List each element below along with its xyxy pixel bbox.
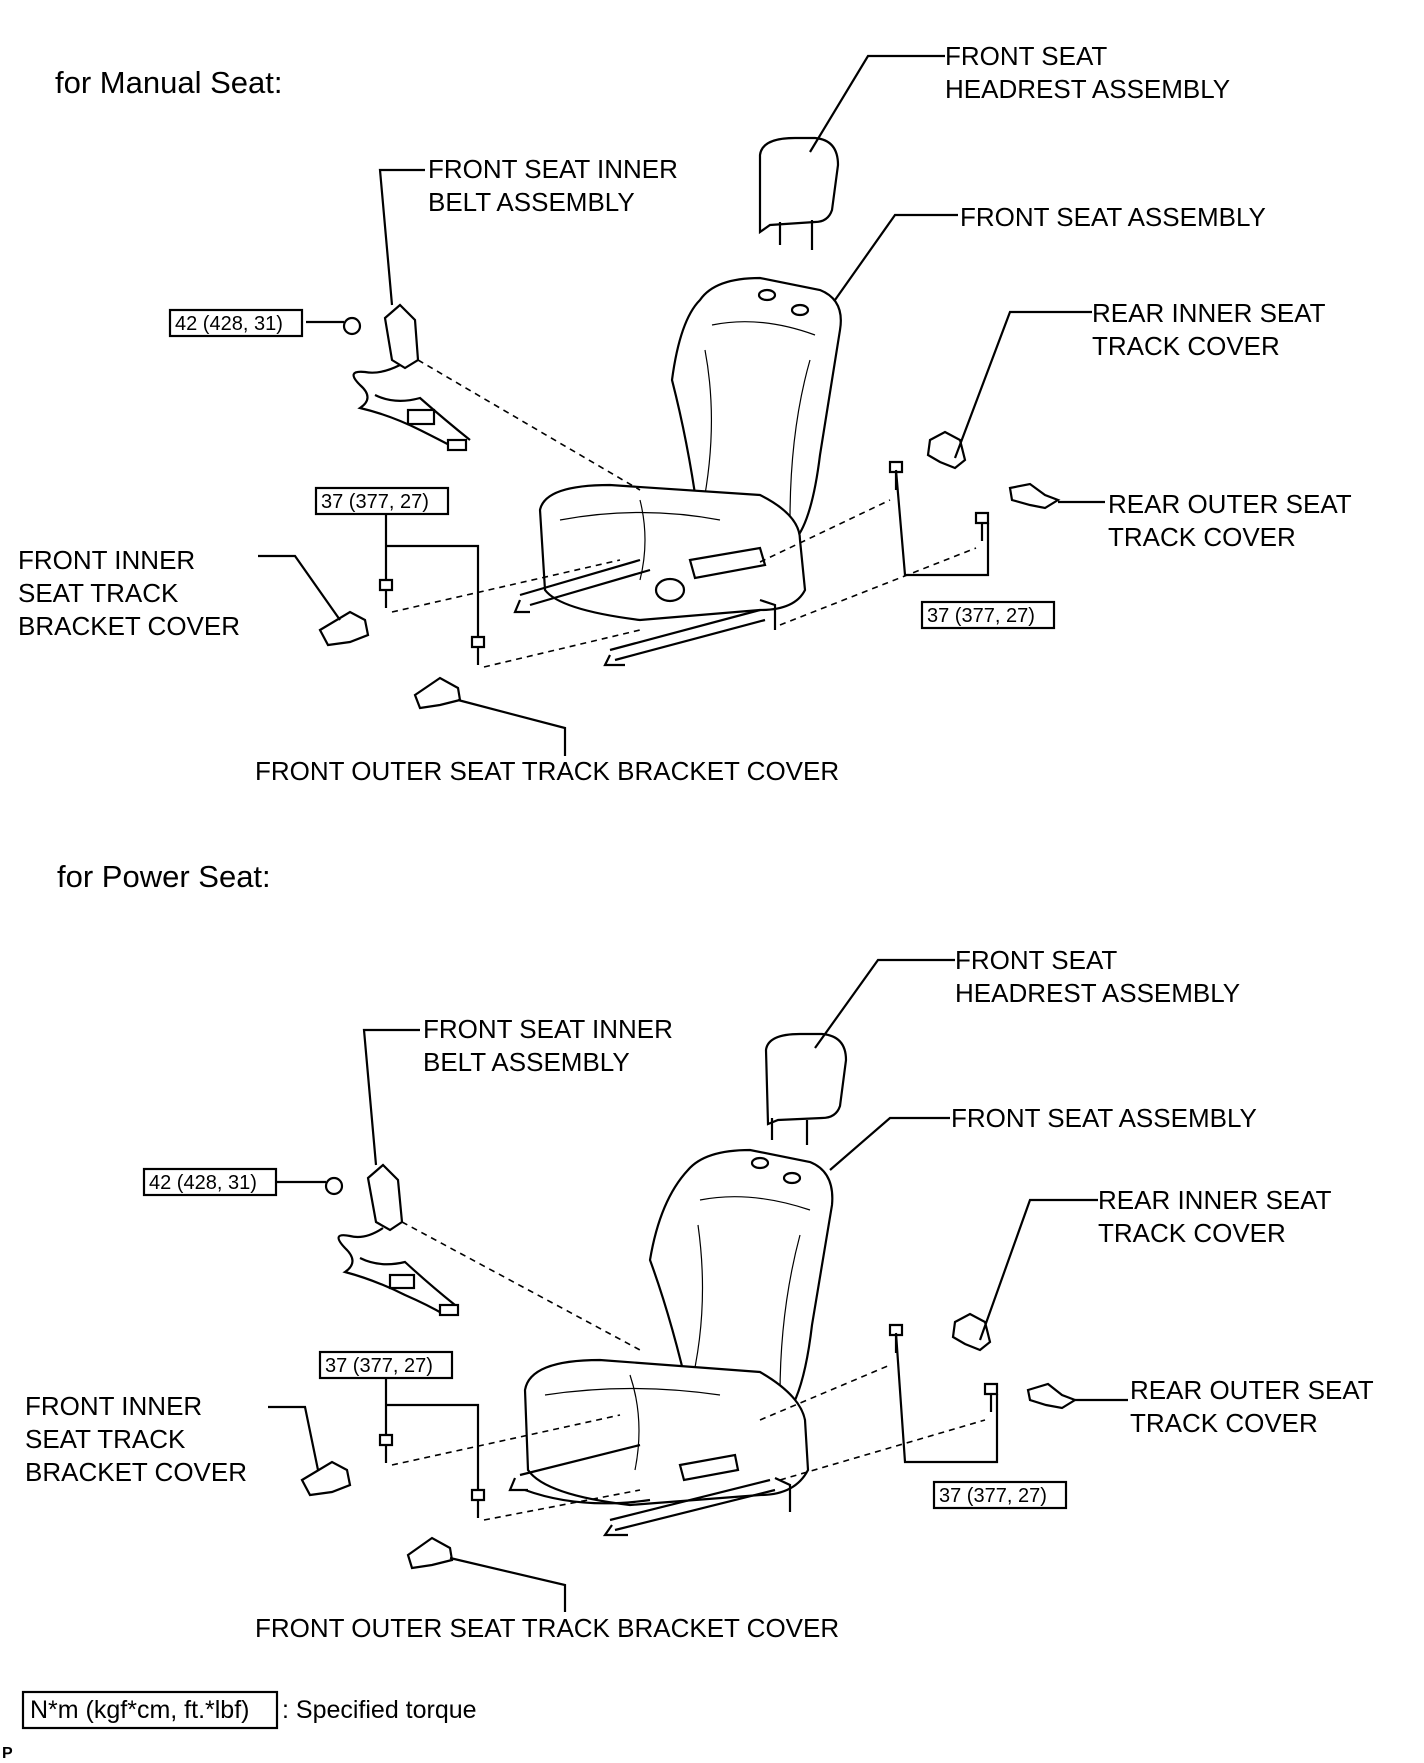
front-inner-leader <box>268 1405 320 1471</box>
belt-label-1: FRONT SEAT INNER <box>428 154 678 184</box>
belt-alignment-line <box>401 1221 641 1351</box>
torque-legend: N*m (kgf*cm, ft.*lbf) : Specified torque <box>21 1690 477 1730</box>
manual-seat-section: for Manual Seat: <box>18 41 1352 786</box>
rear-inner-cover-part <box>951 1312 992 1352</box>
rear-torque-box <box>932 1480 1068 1510</box>
belt-leader <box>362 1028 420 1166</box>
front-inner-bolt-line <box>391 1414 621 1466</box>
rear-inner-leader <box>978 1198 1098 1341</box>
front-outer-leader <box>457 698 567 756</box>
bolts <box>378 1323 999 1518</box>
front-inner-label-1: FRONT INNER <box>25 1391 202 1421</box>
headrest-label-2: HEADREST ASSEMBLY <box>955 978 1240 1008</box>
inner-belt-part <box>342 303 471 452</box>
rear-inner-label-1: REAR INNER SEAT <box>1098 1185 1332 1215</box>
headrest-label-1: FRONT SEAT <box>945 41 1107 71</box>
rear-inner-label-1: REAR INNER SEAT <box>1092 298 1326 328</box>
rear-inner-bolt-line <box>759 499 891 563</box>
belt-label-2: BELT ASSEMBLY <box>428 187 635 217</box>
front-outer-cover-part <box>406 1536 454 1570</box>
rear-inner-cover-part <box>926 430 967 470</box>
belt-torque-value: 42 (428, 31) <box>175 313 283 335</box>
rear-outer-bolt-line <box>779 1419 986 1481</box>
rear-torque-value: 37 (377, 27) <box>927 605 1035 627</box>
front-inner-label-2: SEAT TRACK <box>25 1424 186 1454</box>
belt-label-2: BELT ASSEMBLY <box>423 1047 630 1077</box>
headrest-part <box>764 1032 848 1145</box>
seat-label: FRONT SEAT ASSEMBLY <box>960 202 1266 232</box>
headrest-part <box>758 136 840 250</box>
belt-leader <box>378 168 425 306</box>
rear-inner-leader <box>953 310 1092 459</box>
rear-torque-leader <box>894 1332 999 1464</box>
front-inner-label-3: BRACKET COVER <box>18 611 240 641</box>
seat-label: FRONT SEAT ASSEMBLY <box>951 1103 1257 1133</box>
rear-outer-cover-part <box>1008 482 1061 510</box>
front-inner-label-2: SEAT TRACK <box>18 578 179 608</box>
belt-alignment-line <box>417 359 641 491</box>
rear-torque-leader <box>894 469 990 577</box>
corner-mark: P <box>2 1745 13 1762</box>
rear-outer-label-2: TRACK COVER <box>1130 1408 1318 1438</box>
rear-outer-label-2: TRACK COVER <box>1108 522 1296 552</box>
front-inner-bolt-line <box>391 559 621 613</box>
seat-assembly-part <box>508 1148 834 1537</box>
front-inner-cover-part <box>318 610 370 647</box>
front-outer-cover-part <box>413 676 462 710</box>
headrest-leader <box>814 958 955 1049</box>
manual-seat-title: for Manual Seat: <box>55 65 282 100</box>
rear-torque-box <box>920 600 1056 630</box>
seat-leader <box>834 213 958 301</box>
rear-outer-bolt-line <box>779 547 977 626</box>
inner-belt-part <box>324 1163 460 1317</box>
rear-outer-label-1: REAR OUTER SEAT <box>1130 1375 1374 1405</box>
rear-outer-label-1: REAR OUTER SEAT <box>1108 489 1352 519</box>
legend-unit-box <box>21 1690 279 1730</box>
rear-inner-bolt-line <box>759 1364 891 1421</box>
front-torque-leader <box>384 1375 480 1490</box>
front-torque-value: 37 (377, 27) <box>325 1355 433 1377</box>
front-inner-cover-part <box>300 1460 352 1497</box>
front-outer-label: FRONT OUTER SEAT TRACK BRACKET COVER <box>255 756 839 786</box>
belt-torque-box <box>168 308 304 338</box>
belt-torque-box <box>142 1167 278 1197</box>
rear-outer-cover-part <box>1026 1382 1078 1410</box>
front-outer-label: FRONT OUTER SEAT TRACK BRACKET COVER <box>255 1613 839 1643</box>
front-outer-bolt-line <box>483 1489 641 1521</box>
legend-description: : Specified torque <box>282 1696 477 1724</box>
front-torque-box <box>314 486 450 516</box>
headrest-label-1: FRONT SEAT <box>955 945 1117 975</box>
headrest-leader <box>809 54 945 153</box>
front-torque-box <box>318 1350 454 1380</box>
front-torque-value: 37 (377, 27) <box>321 491 429 513</box>
headrest-label-2: HEADREST ASSEMBLY <box>945 74 1230 104</box>
front-inner-label-1: FRONT INNER <box>18 545 195 575</box>
rear-inner-label-2: TRACK COVER <box>1098 1218 1286 1248</box>
rear-inner-label-2: TRACK COVER <box>1092 331 1280 361</box>
belt-label-1: FRONT SEAT INNER <box>423 1014 673 1044</box>
front-torque-leader <box>384 512 480 637</box>
rear-torque-value: 37 (377, 27) <box>939 1485 1047 1507</box>
front-inner-leader <box>258 554 341 621</box>
power-seat-title: for Power Seat: <box>57 859 271 894</box>
front-outer-leader <box>449 1556 567 1612</box>
belt-torque-value: 42 (428, 31) <box>149 1172 257 1194</box>
legend-unit-text: N*m (kgf*cm, ft.*lbf) <box>30 1696 249 1724</box>
front-outer-bolt-line <box>483 629 641 668</box>
seat-leader <box>829 1116 950 1171</box>
seat-assembly-part <box>513 276 842 667</box>
front-inner-label-3: BRACKET COVER <box>25 1457 247 1487</box>
power-seat-section: for Power Seat: <box>25 859 1374 1643</box>
